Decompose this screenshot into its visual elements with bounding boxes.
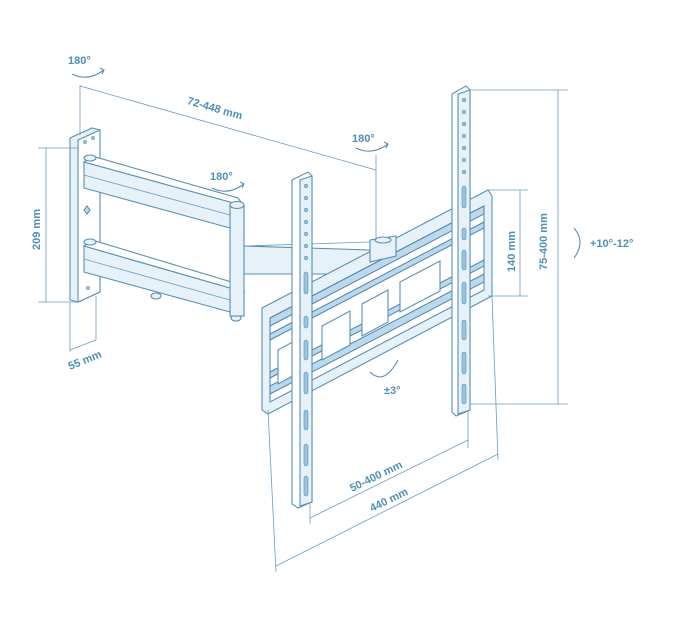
- lower-arm: [82, 238, 246, 322]
- elbow-rotation-label: 180°: [210, 171, 233, 183]
- wall-plate-height-label: 209 mm: [31, 209, 43, 250]
- dimension-lines: [38, 85, 568, 573]
- rotate-arrow-icon: [71, 69, 105, 78]
- elbow-joint: [229, 200, 245, 317]
- left-vertical-bracket: [291, 171, 313, 509]
- wall-plate-depth-label: 55 mm: [67, 349, 104, 373]
- rotate-arrow-icon: [211, 183, 245, 192]
- overall-width-label: 440 mm: [368, 486, 410, 515]
- tilt-arrow-icon: [573, 227, 581, 259]
- rotate-arrow-icon: [355, 143, 389, 152]
- wall-plate: [69, 127, 101, 303]
- upper-arm: [82, 154, 246, 233]
- head-rotation-label: 180°: [352, 133, 375, 145]
- inner-rail-height-label: 140 mm: [506, 231, 518, 272]
- level-arrow-icon: [369, 359, 399, 378]
- tilt-range-label: +10°-12°: [590, 238, 633, 250]
- wall-plate-rotation-label: 180°: [68, 55, 91, 67]
- rotation-arrows: [71, 67, 581, 378]
- vertical-vesa-label: 75-400 mm: [538, 213, 550, 270]
- right-vertical-bracket: [451, 85, 471, 417]
- level-adjust-label: ±3°: [384, 385, 401, 397]
- tv-plate-frame: [261, 189, 493, 415]
